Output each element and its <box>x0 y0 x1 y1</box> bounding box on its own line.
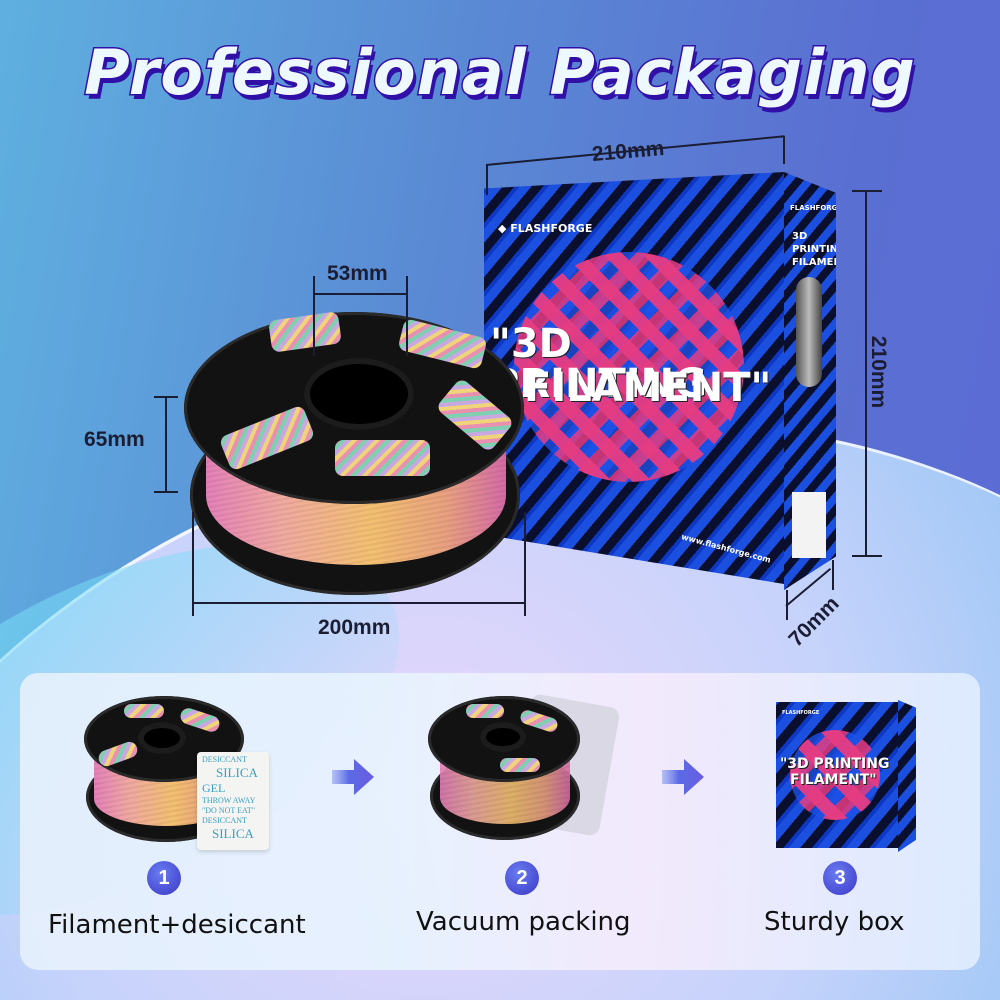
box-side-face: FLASHFORGE 3D PRINTING FILAMENT <box>784 172 836 590</box>
mini-box-side <box>898 700 916 852</box>
sachet-text: "DO NOT EAT" <box>202 806 256 816</box>
dim-tick <box>486 165 488 195</box>
box-front-face: ◆ FLASHFORGE "3D PRINTING FILAMENT" www.… <box>484 172 784 584</box>
step-3-label: Sturdy box <box>764 907 905 937</box>
side-title-2: FILAMENT <box>792 257 849 268</box>
mini-box-headline-1: "3D PRINTING <box>780 756 890 772</box>
label-box-height: 210mm <box>867 335 891 409</box>
dim-tick <box>832 560 834 590</box>
dim-tick <box>783 136 785 164</box>
dim-line-hub <box>313 293 408 295</box>
dim-tick <box>852 555 882 557</box>
step-2-badge: 2 <box>505 861 539 895</box>
step-1-badge: 1 <box>147 861 181 895</box>
desiccant-sachet: DESICCANT SILICA GEL THROW AWAY "DO NOT … <box>197 752 269 850</box>
mini-box-front: FLASHFORGE "3D PRINTING FILAMENT" <box>776 702 898 848</box>
weave-pattern <box>514 252 744 482</box>
step-2-label: Vacuum packing <box>416 907 631 937</box>
dim-tick <box>192 512 194 616</box>
label-spool-height: 65mm <box>84 428 145 451</box>
mini-weave <box>790 730 880 820</box>
dim-tick <box>154 491 178 493</box>
sachet-text: SILICA <box>212 826 254 842</box>
box-brand-logo: ◆ FLASHFORGE <box>498 222 593 235</box>
label-spool-diameter: 200mm <box>318 616 391 639</box>
box-headline-1: "3D PRINTING <box>490 321 707 407</box>
dim-tick <box>524 512 526 616</box>
dim-tick <box>154 396 178 398</box>
sachet-text: GEL <box>202 781 226 796</box>
page-title: Professional Packaging <box>83 35 916 111</box>
side-window <box>796 277 822 387</box>
side-title: 3D PRINTING FILAMENT <box>792 230 849 269</box>
label-box-width: 210mm <box>591 136 666 167</box>
dim-tick <box>852 190 882 192</box>
mini-spool-window <box>466 704 504 718</box>
box-headline-2: FILAMENT" <box>524 365 772 411</box>
sachet-text: DESICCANT <box>202 755 247 764</box>
mini-spool-hub <box>138 722 186 754</box>
box-brand-text: FLASHFORGE <box>510 222 593 235</box>
side-title-1: 3D PRINTING <box>792 231 847 255</box>
step-1-label: Filament+desiccant <box>48 910 306 940</box>
side-brand: FLASHFORGE <box>790 204 843 212</box>
side-label <box>792 492 826 558</box>
sachet-text: SILICA <box>216 765 258 780</box>
label-hub-width: 53mm <box>327 262 388 285</box>
dim-tick <box>406 276 408 356</box>
mini-spool-window <box>124 704 164 718</box>
dim-line-spool-diameter <box>192 602 525 604</box>
spool-hub <box>304 358 414 430</box>
mini-spool-hub <box>480 722 526 752</box>
dim-tick <box>313 276 315 356</box>
box-url: www.flashforge.com <box>680 532 772 565</box>
step-3-badge: 3 <box>823 861 857 895</box>
dim-line-spool-height <box>165 396 167 492</box>
arrow-right-icon <box>662 759 704 795</box>
mini-box-headline-2: FILAMENT" <box>790 772 877 788</box>
sachet-text: THROW AWAY <box>202 796 256 806</box>
dim-line-box-height <box>865 190 867 556</box>
spool-window <box>335 440 430 476</box>
mini-box-brand: FLASHFORGE <box>782 710 820 716</box>
sachet-text: DESICCANT <box>202 816 247 826</box>
arrow-right-icon <box>332 759 374 795</box>
mini-spool-window <box>500 758 540 772</box>
